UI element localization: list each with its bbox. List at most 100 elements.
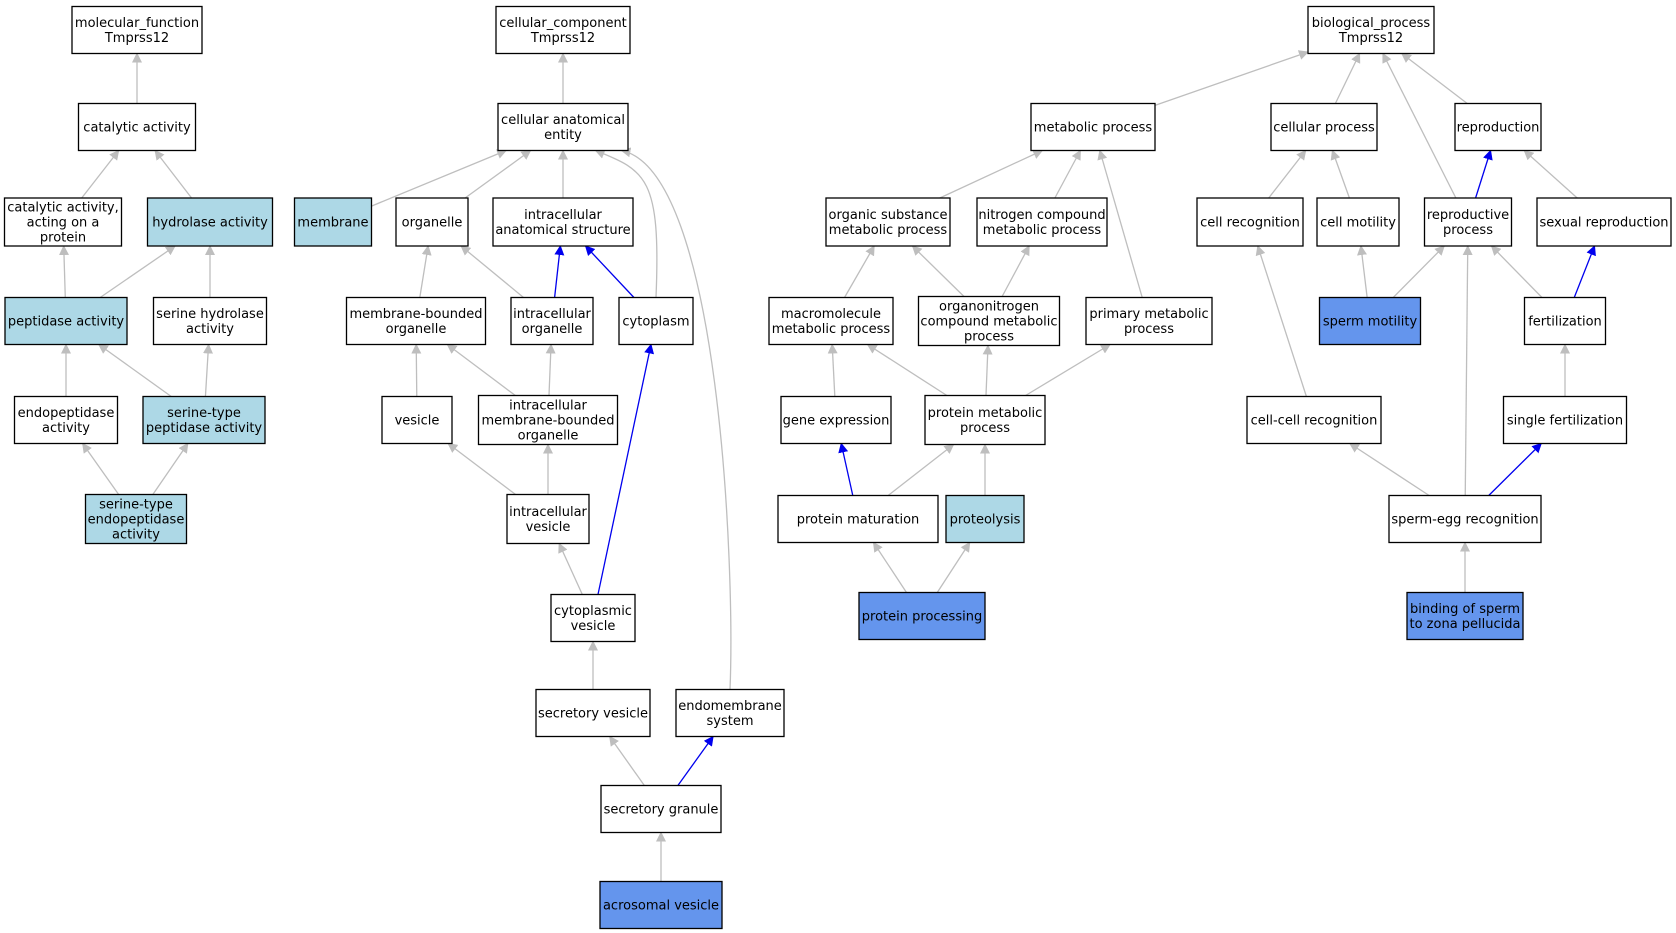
node-box <box>945 494 1025 544</box>
node-label: organelle <box>386 322 447 337</box>
node-box <box>600 784 722 834</box>
node-label: cell motility <box>1320 216 1396 231</box>
edge-cyto-to-ias <box>584 245 635 298</box>
edge-pept-to-catprot <box>59 245 69 298</box>
node-box <box>142 395 266 445</box>
edge-ncmp-to-metab <box>1054 149 1081 199</box>
node-label: endopeptidase <box>18 406 115 421</box>
node-label: Tmprss12 <box>104 31 169 46</box>
edge-spermegg-to-singlefert <box>1488 442 1542 496</box>
edge-hydro-to-cat <box>154 149 193 199</box>
edge-protmp-to-ocmp <box>982 344 993 396</box>
node-label: protein <box>40 231 86 246</box>
node-box <box>675 688 785 738</box>
go-term-node-membrane: membrane <box>293 197 373 247</box>
node-label: catalytic activity <box>83 121 191 136</box>
node-label: secretory vesicle <box>538 707 648 722</box>
node-label: process <box>1443 223 1493 238</box>
node-label: serine-type <box>99 498 173 513</box>
go-term-node-cyto: cytoplasm <box>618 296 694 346</box>
node-label: activity <box>186 322 234 337</box>
node-label: membrane-bounded <box>349 307 482 322</box>
node-label: vesicle <box>526 520 571 535</box>
edge-protmp-to-mmp <box>866 343 948 397</box>
node-label: cytoplasmic <box>554 604 632 619</box>
edge-osmp-to-metab <box>939 149 1044 199</box>
node-box <box>1536 197 1672 247</box>
node-label: peptidase activity <box>146 421 263 436</box>
node-label: binding of sperm <box>1410 602 1520 617</box>
node-label: to zona pellucida <box>1410 617 1521 632</box>
edge-iv-to-vesicle <box>447 442 516 496</box>
node-label: compound metabolic <box>920 315 1057 330</box>
edge-ccrec-to-cellrec <box>1255 245 1308 397</box>
node-box <box>1246 395 1382 445</box>
go-term-node-sexrep: sexual reproduction <box>1536 197 1672 247</box>
node-label: endopeptidase <box>88 513 185 528</box>
edge-protmp-to-pmp <box>1025 343 1111 397</box>
node-label: activity <box>112 528 160 543</box>
node-label: organelle <box>518 429 579 444</box>
node-box <box>768 296 894 346</box>
node-label: secretory granule <box>604 803 719 818</box>
node-label: fertilization <box>1528 315 1602 330</box>
node-label: cellular process <box>1273 121 1375 136</box>
edge-cv-to-cyto <box>597 343 655 595</box>
go-term-node-spermegg: sperm-egg recognition <box>1388 494 1542 544</box>
edge-pept-to-hydro <box>99 245 176 299</box>
node-box <box>381 395 453 445</box>
node-box <box>976 197 1108 247</box>
edge-geneexp-to-mmp <box>827 343 838 397</box>
node-label: single fertilization <box>1507 414 1623 429</box>
go-term-node-cellproc: cellular process <box>1270 102 1378 152</box>
go-term-node-vesicle: vesicle <box>381 395 453 445</box>
go-term-node-sg: secretory granule <box>600 784 722 834</box>
node-box <box>395 197 469 247</box>
node-label: molecular_function <box>75 16 199 31</box>
edge-imbo-to-io <box>545 343 556 396</box>
node-box <box>71 5 203 55</box>
edge-reproproc-to-repro <box>1474 149 1493 199</box>
node-label: anatomical structure <box>495 223 630 238</box>
go-term-node-sv: secretory vesicle <box>535 688 651 738</box>
node-label: gene expression <box>783 414 890 429</box>
node-label: entity <box>544 128 582 143</box>
node-box <box>1388 494 1542 544</box>
go-term-node-protproc: protein processing <box>858 591 986 641</box>
node-box <box>535 688 651 738</box>
node-label: cytoplasm <box>622 315 689 330</box>
node-box <box>13 395 119 445</box>
go-term-node-metab: metabolic process <box>1030 102 1156 152</box>
go-term-node-organelle: organelle <box>395 197 469 247</box>
edge-cyto-to-cae <box>594 149 658 298</box>
edge-fert-to-sexrep <box>1573 245 1596 298</box>
go-term-node-pept: peptidase activity <box>4 296 128 346</box>
node-label: organelle <box>402 216 463 231</box>
go-term-node-cellmot: cell motility <box>1316 197 1400 247</box>
node-box <box>152 296 268 346</box>
edge-imbo-to-mbo <box>446 343 516 397</box>
node-label: reproductive <box>1427 208 1509 223</box>
edge-serendo-to-endopep <box>82 442 120 495</box>
go-term-node-proteo: proteolysis <box>945 494 1025 544</box>
go-term-node-ccrec: cell-cell recognition <box>1246 395 1382 445</box>
node-label: cell-cell recognition <box>1251 414 1378 429</box>
edge-mmp-to-osmp <box>843 245 875 298</box>
node-box <box>510 296 594 346</box>
node-box <box>345 296 487 346</box>
node-label: process <box>960 421 1010 436</box>
edge-ocmp-to-osmp <box>911 245 965 297</box>
edge-spermegg-to-ccrec <box>1349 442 1430 497</box>
node-label: membrane <box>297 216 368 231</box>
go-term-node-repro: reproduction <box>1454 102 1542 152</box>
node-box <box>492 197 634 247</box>
